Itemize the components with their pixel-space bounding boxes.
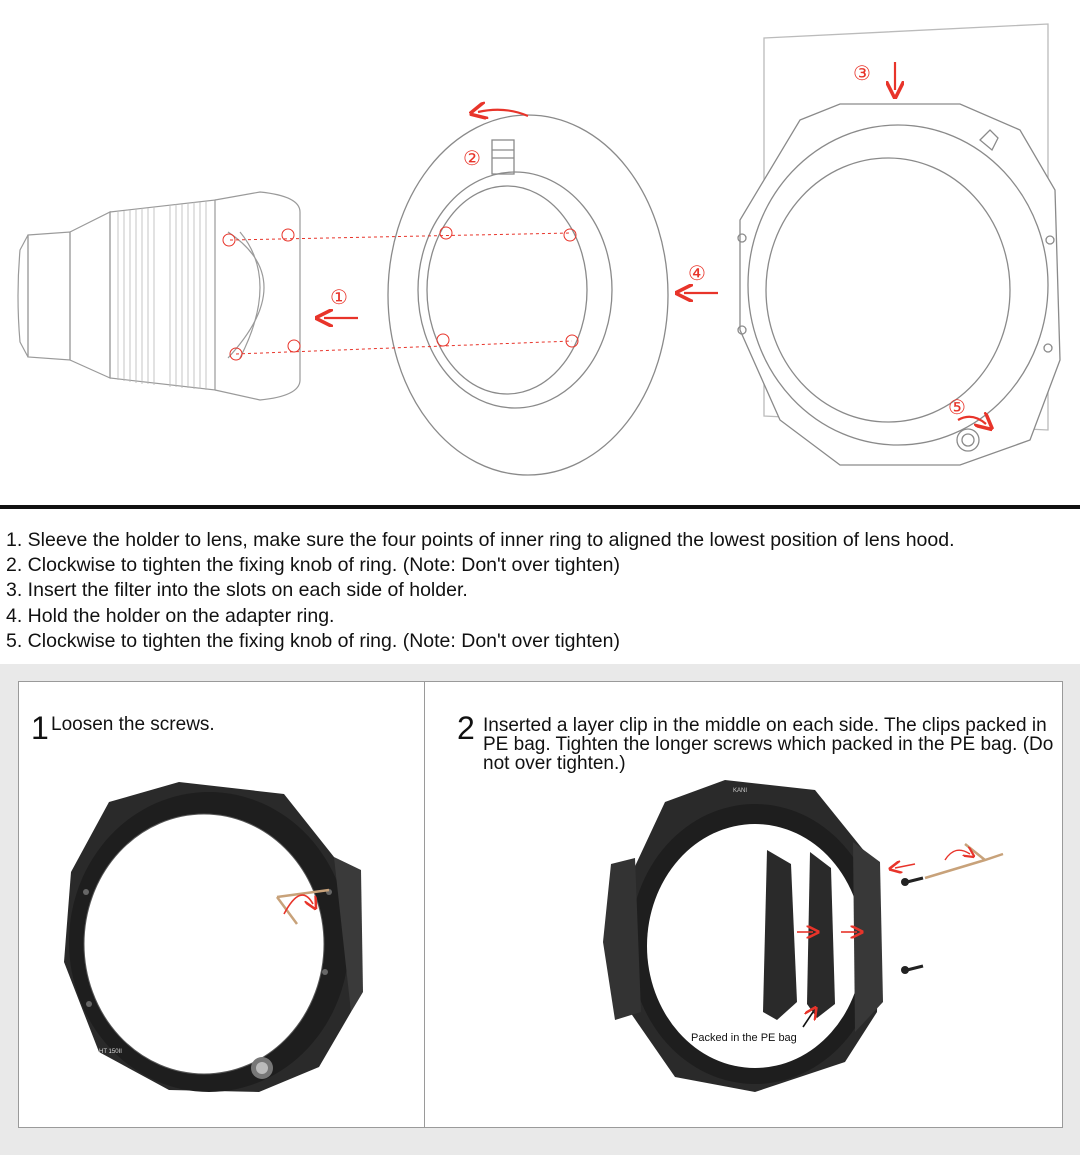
holder-label: HT 150II (99, 1049, 122, 1055)
brand-logo: KANI (733, 788, 748, 794)
marker-5: ⑤ (948, 395, 966, 419)
pe-bag-annotation: Packed in the PE bag (691, 1032, 797, 1044)
step-number: 2 (457, 710, 475, 746)
adapter-ring-drawing (387, 114, 669, 476)
filter-holder-drawing (737, 23, 1061, 466)
instruction-item: 5. Clockwise to tighten the fixing knob … (6, 629, 620, 652)
instruction-item: 2. Clockwise to tighten the fixing knob … (6, 554, 620, 577)
marker-3: ③ (853, 61, 871, 85)
holder-illustration-1 (64, 782, 363, 1092)
holder-illustration-2 (603, 780, 1004, 1092)
marker-1: ① (330, 285, 348, 309)
step-text: Inserted a layer clip in the middle on e… (483, 715, 1054, 774)
marker-4: ④ (688, 261, 706, 285)
step-text: Loosen the screws. (51, 714, 215, 735)
step-box-1: 1 Loosen the screws. HT 150II (18, 681, 425, 1128)
instruction-item: 3. Insert the filter into the slots on e… (6, 579, 468, 602)
step-box-2: 2 Inserted a layer clip in the middle on… (424, 681, 1063, 1128)
alignment-points (222, 226, 579, 361)
assembly-illustration: ① ② ③ ④ ⑤ (17, 23, 1061, 476)
instruction-list: 1. Sleeve the holder to lens, make sure … (6, 528, 1080, 654)
alignment-lines (229, 232, 573, 355)
section-divider (0, 505, 1080, 509)
step-number: 1 (31, 710, 49, 746)
instruction-item: 4. Hold the holder on the adapter ring. (6, 604, 335, 627)
lens-drawing (17, 191, 301, 401)
instruction-item: 1. Sleeve the holder to lens, make sure … (6, 529, 955, 551)
marker-2: ② (463, 146, 481, 170)
direction-arrows (324, 62, 986, 424)
